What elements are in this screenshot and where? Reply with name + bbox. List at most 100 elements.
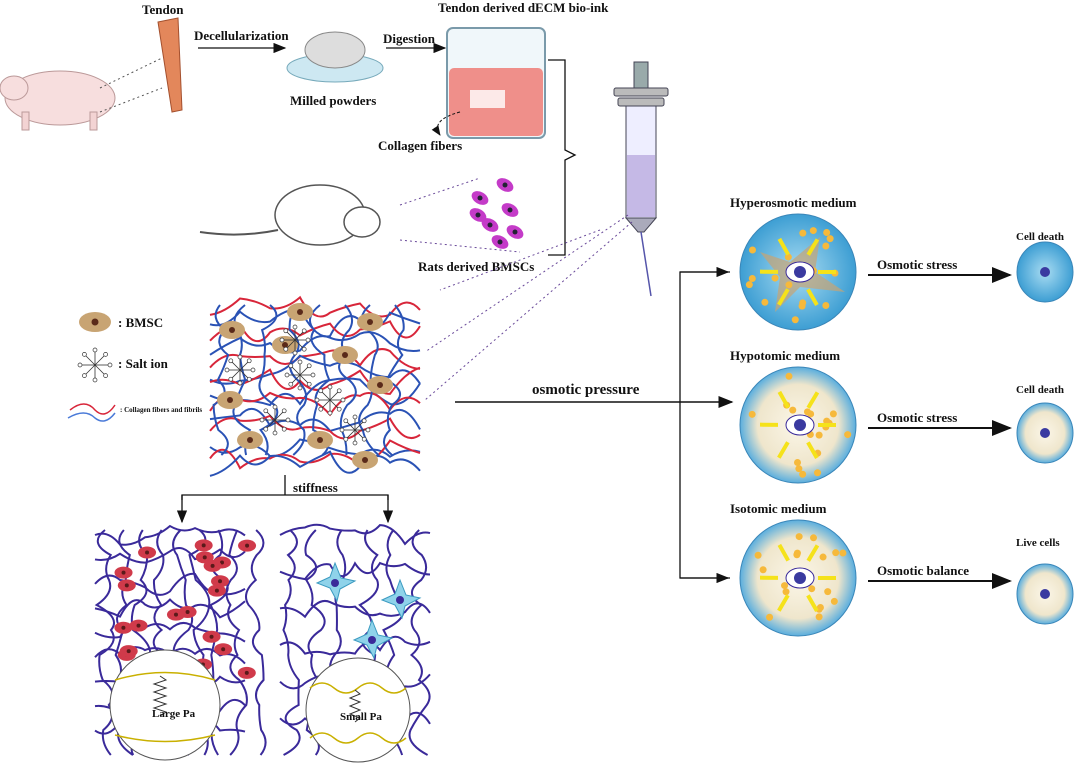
arrow: [431, 111, 461, 136]
beaker-illustration: [446, 27, 546, 139]
salt-ion: [793, 551, 801, 559]
medium-title: Hypotomic medium: [730, 348, 840, 363]
salt-ion: [844, 431, 852, 439]
tendon-illustration: [157, 17, 183, 113]
flow-arrow: [777, 288, 790, 306]
salt-ion: [759, 566, 767, 574]
salt-ion: [839, 549, 847, 557]
salt-ion: [803, 408, 811, 416]
large-pa-magnifier: [109, 649, 221, 761]
rat-illustration: [199, 184, 381, 246]
salt-ion: [745, 281, 753, 289]
salt-ion: [798, 302, 806, 310]
salt-ion: [815, 431, 823, 439]
salt-ion: [771, 274, 779, 282]
salt-ion: [754, 551, 762, 559]
outcome-arrow-label: Osmotic stress: [877, 257, 957, 272]
stiffness-label: stiffness: [293, 480, 338, 495]
flow-arrow: [806, 544, 820, 562]
collagen-fiber: [209, 439, 421, 470]
salt-ion: [809, 227, 817, 235]
salt-ion: [748, 274, 756, 282]
small-pa-label: Small Pa: [340, 711, 382, 723]
salt-ion: [819, 553, 827, 561]
flow-arrow: [777, 237, 790, 256]
medium-title: Isotomic medium: [730, 501, 827, 516]
outcome-arrow-label: Osmotic balance: [877, 563, 969, 578]
medium-title: Hyperosmotic medium: [730, 195, 857, 210]
digestion-label: Digestion: [383, 31, 436, 46]
salt-ion: [832, 549, 840, 557]
salt-ion: [822, 302, 830, 310]
polymer-chain: [94, 529, 115, 756]
salt-ion: [766, 613, 774, 621]
salt-ion: [749, 246, 757, 254]
flow-arrow: [806, 391, 820, 409]
tendon-label: Tendon: [142, 2, 184, 17]
bmsc-cluster: [469, 178, 524, 249]
salt-ion: [781, 582, 789, 590]
salt-ion: [748, 410, 756, 418]
salt-ion-legend-icon: [77, 347, 113, 383]
decellularization-label: Decellularization: [194, 28, 289, 43]
milled-powders-label: Milled powders: [290, 93, 376, 108]
salt-ion: [826, 235, 834, 243]
salt-ion: [782, 588, 790, 596]
flow-arrow: [806, 238, 820, 256]
pig-illustration: [0, 70, 116, 131]
small-pa-magnifier: [305, 657, 411, 763]
legend-salt-label: : Salt ion: [118, 356, 169, 371]
outcome-label: Live cells: [1016, 537, 1060, 549]
salt-ion: [799, 470, 807, 478]
hydrogel-network: [209, 295, 421, 477]
large-pa-label: Large Pa: [152, 708, 196, 720]
polymer-chain: [282, 529, 301, 756]
polymer-chain: [279, 523, 431, 546]
flow-arrow: [806, 594, 819, 612]
salt-ion: [814, 469, 822, 477]
petri-dish-illustration: [286, 31, 384, 83]
legend: : BMSC : Salt ion : Collagen fibers and …: [67, 312, 202, 422]
bracket: [548, 59, 577, 256]
salt-ion: [815, 613, 823, 621]
syringe-link: [424, 221, 633, 401]
polymer-chain: [279, 635, 431, 656]
salt-ion: [784, 253, 792, 261]
salt-ion: [824, 588, 832, 596]
salt-ion: [791, 316, 799, 324]
collagen-fiber: [308, 304, 331, 456]
salt-ion: [785, 281, 793, 289]
flow-arrow: [806, 441, 819, 459]
bioink-label: Tendon derived dECM bio-ink: [438, 0, 609, 15]
legend-collagen-label: : Collagen fibers and fibrils: [120, 406, 202, 414]
flow-arrow: [806, 288, 819, 306]
salt-ion: [829, 410, 837, 418]
polymer-chain: [94, 598, 246, 619]
syringe-illustration: [613, 61, 669, 297]
salt-ion: [815, 605, 823, 613]
flow-arrow: [777, 543, 790, 562]
syringe-link: [424, 214, 629, 353]
collagen-legend-icon: [69, 403, 116, 415]
outcome-arrow-label: Osmotic stress: [877, 410, 957, 425]
salt-ion: [822, 242, 830, 250]
collagen-fiber: [209, 331, 421, 356]
polymer-chain: [279, 561, 431, 581]
salt-ion: [799, 229, 807, 237]
salt-ion: [830, 597, 838, 605]
outcome-label: Cell death: [1016, 231, 1064, 243]
outcome-label: Cell death: [1016, 384, 1064, 396]
collagen-fiber: [209, 307, 421, 338]
collagen-fiber: [209, 348, 421, 370]
salt-ion: [785, 372, 793, 380]
syringe-link: [439, 229, 601, 291]
collagen-fiber: [258, 304, 279, 456]
flow-arrow: [777, 441, 790, 459]
pig-tendon-link: [99, 87, 163, 113]
branch-line: [679, 271, 730, 579]
salt-ion: [810, 534, 818, 542]
polymer-chain: [94, 547, 246, 564]
